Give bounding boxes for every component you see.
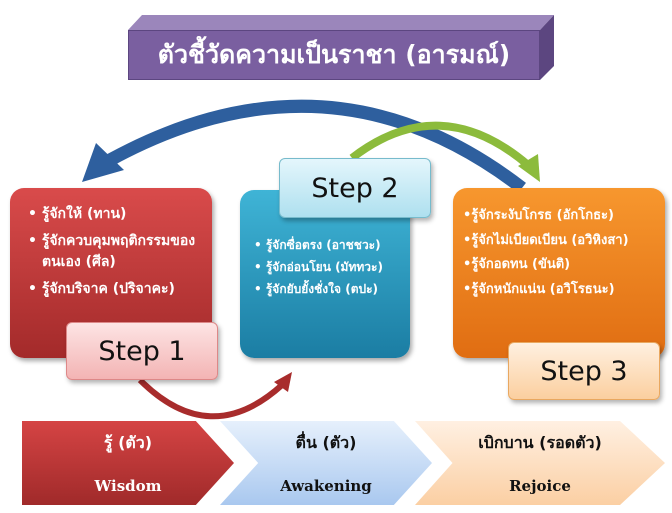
stage-rejoice: เบิกบาน (รอดตัว) Rejoice <box>415 421 665 505</box>
list-item: •รู้จักไม่เบียดเบียน (อวิหิงสา) <box>463 232 629 248</box>
blue-arc-arrow <box>106 99 526 194</box>
red-arc-arrow <box>137 377 285 420</box>
step1-label: Step 1 <box>66 322 218 380</box>
step2-label: Step 2 <box>279 158 431 218</box>
green-arc-arrow <box>349 121 531 169</box>
blue-arrowhead <box>82 143 124 182</box>
list-item: •รู้จักอดทน (ขันติ) <box>463 257 571 272</box>
step2-box: • รู้จักซื่อตรง (อาชชวะ) • รู้จักอ่อนโยน… <box>240 190 410 358</box>
list-item: • รู้จักยับยั้งชั่งใจ (ตปะ) <box>254 282 379 296</box>
title-bevel-side <box>540 15 554 80</box>
list-item: • รู้จักให้ (ทาน) <box>28 206 127 222</box>
stage-thai: เบิกบาน (รอดตัว) <box>478 433 602 453</box>
list-item: •รู้จักหนักแน่น (อวิโรธนะ) <box>463 281 615 297</box>
stage-english: Awakening <box>280 476 372 495</box>
green-arrowhead <box>518 154 540 182</box>
list-item: •รู้จักระงับโกรธ (อักโกธะ) <box>463 208 614 223</box>
page-title: ตัวชี้วัดความเป็นราชา (อารมณ์) <box>128 30 540 80</box>
list-item: • รู้จักอ่อนโยน (มัททวะ) <box>254 260 383 274</box>
step3-box: •รู้จักระงับโกรธ (อักโกธะ) •รู้จักไม่เบี… <box>453 188 665 358</box>
step3-label: Step 3 <box>508 342 660 400</box>
stage-thai: ตื่น (ตัว) <box>295 433 357 453</box>
list-item: • รู้จักบริจาค (ปริจาคะ) <box>28 281 175 297</box>
list-item: • รู้จักควบคุมพฤติกรรมของตนเอง (ศีล) <box>28 233 196 270</box>
red-arrowhead <box>274 372 292 392</box>
stage-wisdom: รู้ (ตัว) Wisdom <box>22 421 234 505</box>
stage-thai: รู้ (ตัว) <box>103 433 153 453</box>
title-bevel-top <box>128 15 554 30</box>
stage-english: Wisdom <box>94 476 162 495</box>
list-item: • รู้จักซื่อตรง (อาชชวะ) <box>254 238 381 252</box>
stage-english: Rejoice <box>509 476 571 495</box>
